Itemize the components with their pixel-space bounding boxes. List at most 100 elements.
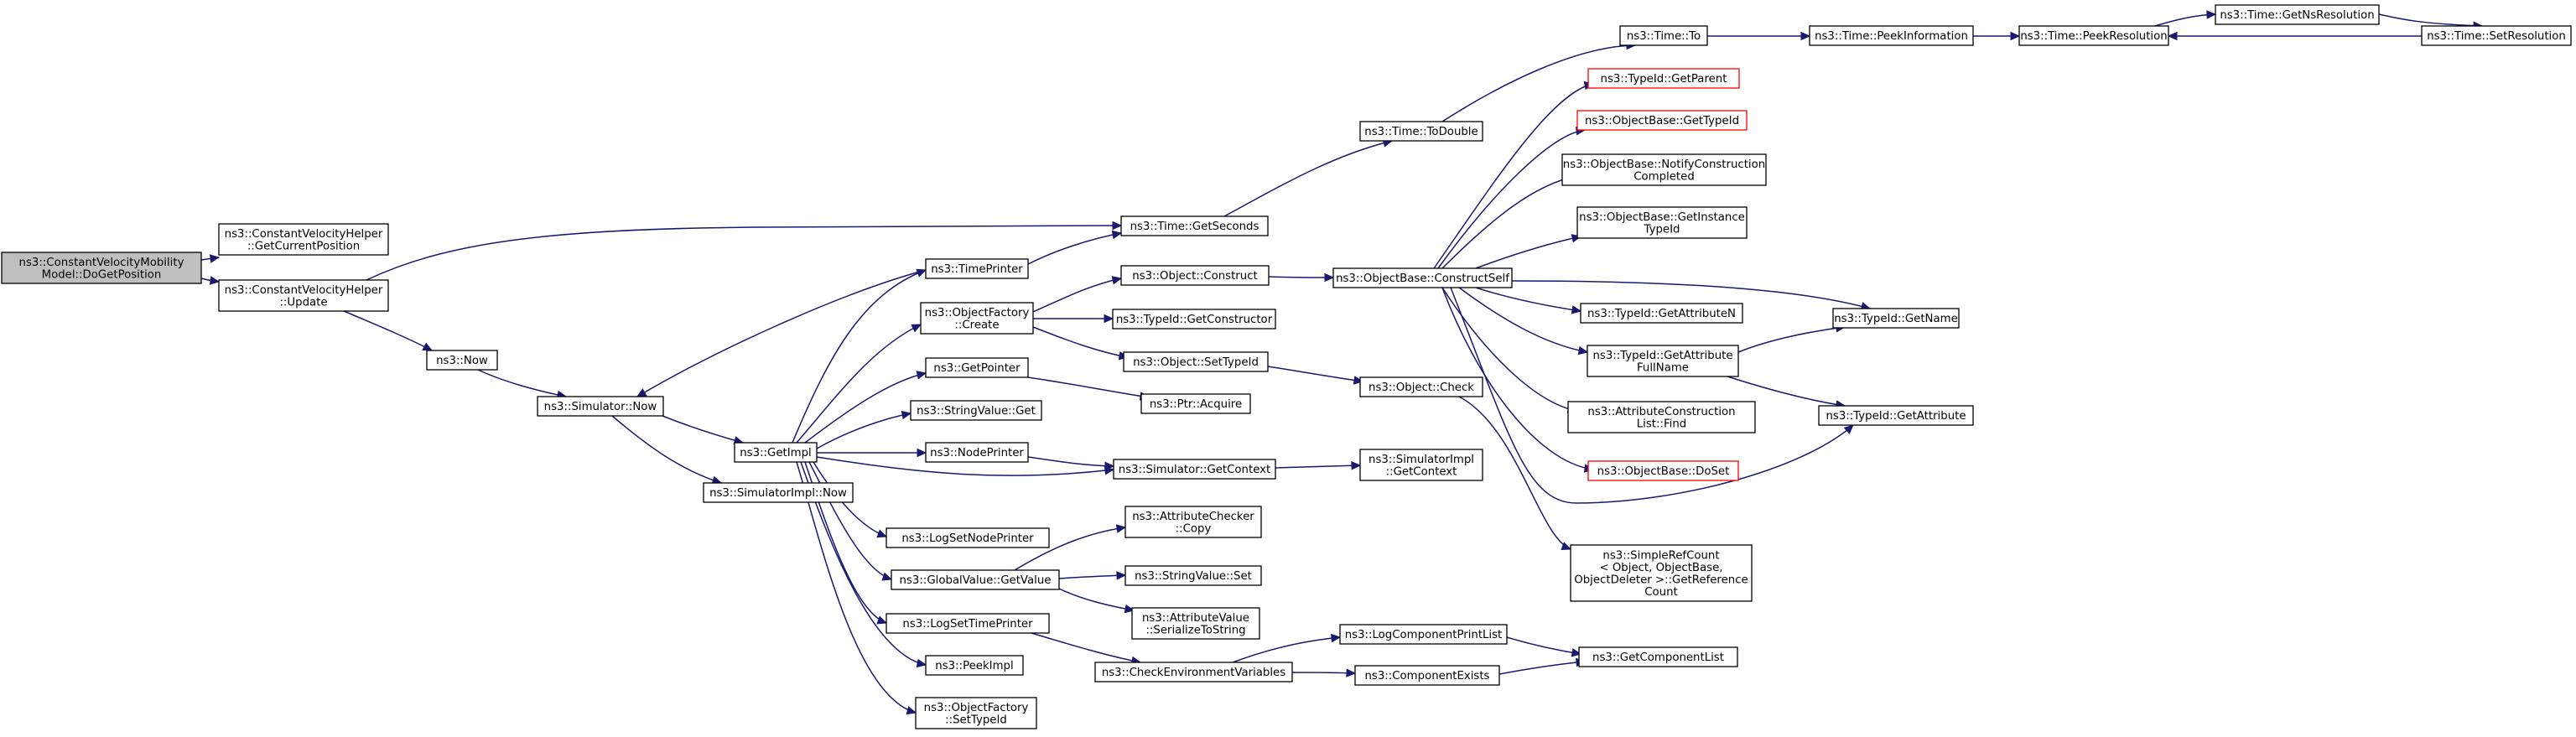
node-simulatorGetContext[interactable]: ns3::Simulator::GetContext xyxy=(1113,459,1276,480)
arrowhead xyxy=(1115,524,1127,533)
node-objectBaseConstructSelf[interactable]: ns3::ObjectBase::ConstructSelf xyxy=(1332,267,1513,288)
node-ptrAcquire[interactable]: ns3::Ptr::Acquire xyxy=(1140,393,1251,414)
node-label: ns3::Now xyxy=(436,355,488,367)
node-timeGetNsResolution[interactable]: ns3::Time::GetNsResolution xyxy=(2215,4,2380,25)
edge-getImpl-to-objectFactoryCreate xyxy=(796,324,922,444)
node-simulatorNow[interactable]: ns3::Simulator::Now xyxy=(537,396,664,417)
node-logSetNodePrinter[interactable]: ns3::LogSetNodePrinter xyxy=(886,527,1050,548)
node-attributeCheckerCopy[interactable]: ns3::AttributeChecker::Copy xyxy=(1124,506,1262,538)
node-objectBaseDoSet[interactable]: ns3::ObjectBase::DoSet xyxy=(1587,460,1739,481)
node-box xyxy=(1140,393,1251,414)
node-timePrinter[interactable]: ns3::TimePrinter xyxy=(925,258,1029,279)
node-logSetTimePrinter[interactable]: ns3::LogSetTimePrinter xyxy=(886,613,1050,634)
node-objectConstruct[interactable]: ns3::Object::Construct xyxy=(1120,265,1270,286)
node-label: ns3::ObjectBase::GetInstance xyxy=(1579,211,1745,224)
node-box xyxy=(1818,405,1974,426)
node-logComponentPrintList[interactable]: ns3::LogComponentPrintList xyxy=(1339,624,1508,645)
arrowhead xyxy=(916,658,927,668)
edge-line xyxy=(636,269,927,397)
arrowhead xyxy=(881,572,893,581)
edge-line xyxy=(1506,636,1581,655)
node-root[interactable]: ns3::ConstantVelocityMobilityModel::DoGe… xyxy=(1,252,202,284)
node-getComponentList[interactable]: ns3::GetComponentList xyxy=(1578,646,1738,667)
node-typeIdGetAttributeN[interactable]: ns3::TypeId::GetAttributeN xyxy=(1580,303,1743,324)
node-box xyxy=(1809,25,1974,46)
node-timePeekResolution[interactable]: ns3::Time::PeekResolution xyxy=(2018,25,2169,46)
node-label: ns3::ObjectFactory xyxy=(925,307,1030,319)
edge-nodePrinter-to-simulatorGetContext xyxy=(1027,456,1115,470)
node-objectBaseGetTypeId[interactable]: ns3::ObjectBase::GetTypeId xyxy=(1576,110,1748,131)
node-label: List::Find xyxy=(1637,418,1686,430)
node-objectSetTypeId[interactable]: ns3::Object::SetTypeId xyxy=(1123,351,1269,372)
edge-line xyxy=(366,225,1122,281)
node-typeIdGetConstructor[interactable]: ns3::TypeId::GetConstructor xyxy=(1112,309,1276,330)
node-objectCheck[interactable]: ns3::Object::Check xyxy=(1359,376,1483,397)
node-componentExists[interactable]: ns3::ComponentExists xyxy=(1354,665,1500,686)
node-objectFactoryCreate[interactable]: ns3::ObjectFactory::Create xyxy=(920,302,1034,335)
node-now[interactable]: ns3::Now xyxy=(426,350,498,371)
node-typeIdGetParent[interactable]: ns3::TypeId::GetParent xyxy=(1587,68,1740,89)
edge-line xyxy=(1223,140,1393,217)
node-box xyxy=(1354,665,1500,686)
arrowhead xyxy=(1112,221,1123,231)
node-box xyxy=(2421,25,2572,46)
node-getImpl[interactable]: ns3::GetImpl xyxy=(734,442,818,463)
node-simulatorImplNow[interactable]: ns3::SimulatorImpl::Now xyxy=(703,482,854,503)
node-notifyConstructionCompleted[interactable]: ns3::ObjectBase::NotifyConstructionCompl… xyxy=(1561,153,1767,186)
node-label: ns3::TypeId::GetAttribute xyxy=(1826,410,1966,423)
node-box xyxy=(426,350,498,371)
arrowhead xyxy=(2010,31,2021,41)
node-label: ::SerializeToString xyxy=(1145,624,1245,636)
node-getCurrentPosition[interactable]: ns3::ConstantVelocityHelper::GetCurrentP… xyxy=(218,223,389,256)
node-simpleRefCount[interactable]: ns3::SimpleRefCount< Object, ObjectBase,… xyxy=(1570,544,1753,602)
node-attributeValueSerialize[interactable]: ns3::AttributeValue::SerializeToString xyxy=(1131,607,1260,640)
node-box xyxy=(1570,544,1753,602)
node-typeIdGetName[interactable]: ns3::TypeId::GetName xyxy=(1832,308,1960,329)
node-peekImpl[interactable]: ns3::PeekImpl xyxy=(925,655,1024,676)
edge-line xyxy=(1232,636,1341,663)
edge-getImpl-to-globalValueGetValue xyxy=(808,461,893,581)
node-simulatorImplGetContext[interactable]: ns3::SimulatorImpl::GetContext xyxy=(1359,449,1483,481)
arrowhead xyxy=(1800,31,1811,41)
node-getPointer[interactable]: ns3::GetPointer xyxy=(925,357,1029,378)
node-label: ns3::Time::To xyxy=(1627,30,1701,43)
node-label: ns3::Simulator::GetContext xyxy=(1119,464,1270,476)
node-checkEnvironmentVariables[interactable]: ns3::CheckEnvironmentVariables xyxy=(1094,662,1293,683)
edge-objectFactoryCreate-to-objectSetTypeId xyxy=(1032,326,1130,361)
arrowhead xyxy=(916,371,927,380)
arrowhead xyxy=(209,276,221,285)
node-stringValueSet[interactable]: ns3::StringValue::Set xyxy=(1124,565,1262,586)
edge-line xyxy=(1058,574,1126,579)
node-stringValueGet[interactable]: ns3::StringValue::Get xyxy=(910,400,1042,421)
node-timeSetResolution[interactable]: ns3::Time::SetResolution xyxy=(2421,25,2572,46)
node-globalValueGetValue[interactable]: ns3::GlobalValue::GetValue xyxy=(891,569,1060,590)
arrowhead xyxy=(1124,604,1135,614)
node-box xyxy=(1112,309,1276,330)
arrowhead xyxy=(209,254,221,263)
node-box xyxy=(1094,662,1293,683)
node-label: ns3::SimulatorImpl xyxy=(1368,454,1474,466)
node-box xyxy=(1580,303,1743,324)
node-nodePrinter[interactable]: ns3::NodePrinter xyxy=(925,442,1029,463)
edge-line xyxy=(1032,278,1122,313)
node-label: ObjectDeleter >::GetReference xyxy=(1574,574,1748,586)
node-timePeekInformation[interactable]: ns3::Time::PeekInformation xyxy=(1809,25,1974,46)
node-timeTo[interactable]: ns3::Time::To xyxy=(1619,25,1708,46)
node-typeIdGetAttribute[interactable]: ns3::TypeId::GetAttribute xyxy=(1818,405,1974,426)
edge-timePrinter-to-simulatorNow xyxy=(636,269,927,397)
edge-line xyxy=(1437,129,1586,269)
arrowhead xyxy=(1561,542,1572,551)
node-box xyxy=(910,400,1042,421)
edge-line xyxy=(1475,236,1581,269)
node-helperUpdate[interactable]: ns3::ConstantVelocityHelper::Update xyxy=(218,279,389,312)
node-objectFactorySetTypeId[interactable]: ns3::ObjectFactory::SetTypeId xyxy=(915,697,1037,729)
node-label: ns3::ComponentExists xyxy=(1364,670,1489,683)
edge-root-to-helperUpdate xyxy=(200,276,221,285)
node-timeGetSeconds[interactable]: ns3::Time::GetSeconds xyxy=(1120,215,1269,236)
node-label: ns3::StringValue::Set xyxy=(1135,570,1252,583)
node-timeToDouble[interactable]: ns3::Time::ToDouble xyxy=(1359,121,1483,142)
